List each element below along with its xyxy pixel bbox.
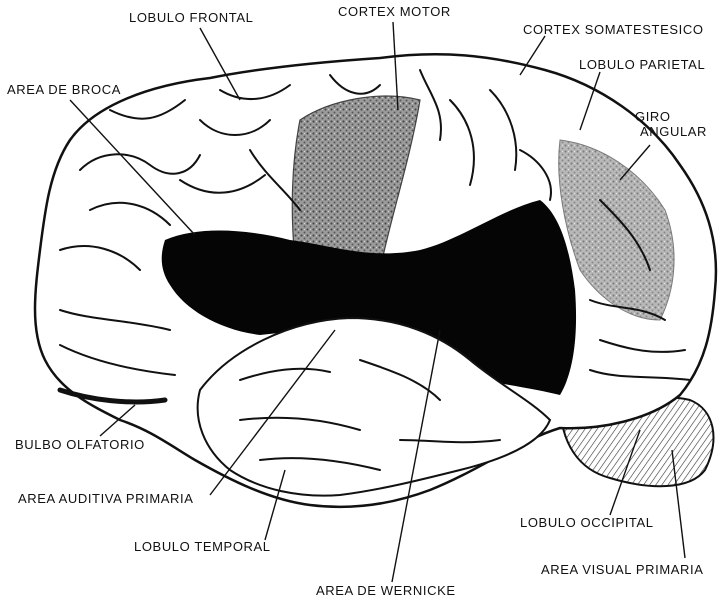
label-area-visual-primaria: AREA VISUAL PRIMARIA <box>541 563 704 577</box>
label-lobulo-occipital: LOBULO OCCIPITAL <box>520 516 654 530</box>
label-lobulo-temporal: LOBULO TEMPORAL <box>134 540 271 554</box>
label-bulbo-olfatorio: BULBO OLFATORIO <box>15 438 145 452</box>
label-area-auditiva-primaria: AREA AUDITIVA PRIMARIA <box>18 492 194 506</box>
label-cortex-motor: CORTEX MOTOR <box>338 5 451 19</box>
label-angular: ANGULAR <box>640 125 707 139</box>
label-lobulo-parietal: LOBULO PARIETAL <box>579 58 705 72</box>
label-giro: GIRO <box>635 110 671 124</box>
label-area-de-broca: AREA DE BROCA <box>7 83 121 97</box>
label-cortex-somatestesico: CORTEX SOMATESTESICO <box>523 23 704 37</box>
label-lobulo-frontal: LOBULO FRONTAL <box>129 11 253 25</box>
label-area-de-wernicke: AREA DE WERNICKE <box>316 584 456 598</box>
